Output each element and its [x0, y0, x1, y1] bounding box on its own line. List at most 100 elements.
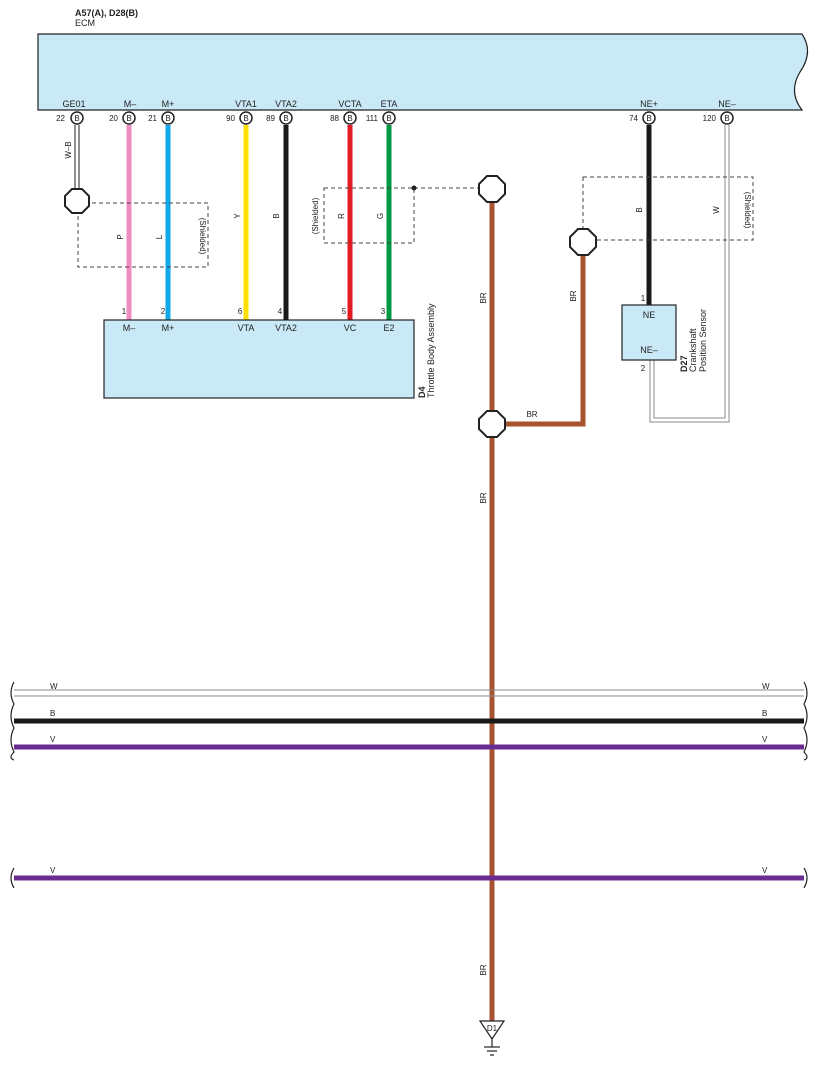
wire-ne-minus-a [653, 125, 726, 419]
crank-pin-num-2: 2 [641, 364, 646, 373]
crank-id: D27 [679, 355, 689, 372]
bus-break-right-top [803, 681, 808, 761]
splice-shield-motor [64, 188, 90, 214]
ecm-pin-num-120: 120 [703, 114, 717, 123]
bus-label-v1-right: V [762, 735, 768, 744]
crank-name-line2: Position Sensor [698, 309, 708, 372]
crank-name-line1: Crankshaft [688, 328, 698, 372]
svg-text:B: B [165, 114, 170, 123]
throttle-pin-name-vta2: VTA2 [275, 323, 297, 333]
throttle-pin-num-6: 6 [238, 307, 243, 316]
wire-br-crank-shield [492, 244, 586, 427]
connector-ids: A57(A), D28(B) [75, 8, 138, 18]
shield-label-motor: (Shielded) [198, 218, 207, 255]
svg-text:B: B [74, 114, 79, 123]
ecm-pin-name-ne-plus: NE+ [640, 99, 658, 109]
bus-break-left-bottom [10, 867, 15, 889]
throttle-pin-name-vc: VC [344, 323, 357, 333]
ecm-pin-name-vta2: VTA2 [275, 99, 297, 109]
svg-text:B: B [724, 114, 729, 123]
ecm-pin-num-20: 20 [109, 114, 118, 123]
wire-color-vta2: B [272, 213, 281, 218]
crank-pin-name-ne: NE [643, 310, 656, 320]
wire-ne-minus-b [649, 125, 730, 423]
ecm-pin-num-88: 88 [330, 114, 339, 123]
ecm-pin-num-111: 111 [366, 114, 379, 123]
bus-label-w-right: W [762, 682, 770, 691]
wire-color-vta1: Y [233, 213, 242, 219]
throttle-pin-name-m-plus: M+ [162, 323, 175, 333]
ecm-pin-111: B [382, 111, 396, 125]
ecm-pin-name-m-plus: M+ [162, 99, 175, 109]
bus-break-right-bottom [803, 867, 808, 889]
shield-box-crank [582, 176, 754, 241]
wire-color-m-plus: L [155, 234, 164, 239]
wire-color-br-4: BR [479, 492, 488, 503]
ecm-pin-name-vcta: VCTA [338, 99, 361, 109]
ecm-pin-20: B [122, 111, 136, 125]
svg-text:B: B [126, 114, 131, 123]
svg-text:B: B [283, 114, 288, 123]
ecm-pin-74: B [642, 111, 656, 125]
bus-label-w-left: W [50, 682, 58, 691]
throttle-pin-num-5: 5 [342, 307, 347, 316]
throttle-pin-name-e2: E2 [383, 323, 394, 333]
ecm-label: ECM [75, 18, 95, 28]
ecm-pin-21: B [161, 111, 175, 125]
svg-text:B: B [646, 114, 651, 123]
wire-color-br-5: BR [479, 964, 488, 975]
throttle-pin-num-1: 1 [122, 307, 127, 316]
throttle-id: D4 [417, 386, 427, 398]
ecm-pin-num-90: 90 [226, 114, 235, 123]
wire-color-vcta: R [337, 213, 346, 219]
wire-color-br-2: BR [569, 290, 578, 301]
throttle-pin-num-4: 4 [278, 307, 283, 316]
splice-junction-br [478, 410, 506, 438]
ecm-pin-120: B [720, 111, 734, 125]
shield-label-crank: (Shielded) [743, 192, 752, 229]
ecm-box [37, 33, 809, 111]
shield-splice-dot [411, 185, 417, 191]
shield-box-motor [77, 202, 209, 268]
ecm-pin-90: B [239, 111, 253, 125]
bus-label-b-left: B [50, 709, 55, 718]
bus-label-v1-left: V [50, 735, 56, 744]
throttle-body-box [103, 319, 415, 399]
throttle-name: Throttle Body Assembly [426, 303, 436, 398]
wire-color-br-3: BR [526, 410, 537, 419]
ecm-pin-num-21: 21 [148, 114, 157, 123]
ecm-pin-88: B [343, 111, 357, 125]
svg-text:B: B [386, 114, 391, 123]
bus-label-v2-left: V [50, 866, 56, 875]
ecm-pin-name-vta1: VTA1 [235, 99, 257, 109]
crank-sensor-box [621, 304, 677, 361]
shield-label-sensor: (Shielded) [311, 197, 320, 234]
svg-text:B: B [347, 114, 352, 123]
wire-color-ge01: W–B [64, 141, 73, 158]
bus-label-b-right: B [762, 709, 767, 718]
crank-pin-name-ne-minus: NE– [640, 345, 658, 355]
ecm-pin-name-ne-minus: NE– [718, 99, 736, 109]
wire-color-br-1: BR [479, 292, 488, 303]
throttle-pin-name-vta: VTA [238, 323, 255, 333]
splice-shield-crank [569, 228, 597, 256]
bus-break-left-top [10, 681, 15, 761]
ecm-pin-name-eta: ETA [381, 99, 398, 109]
wire-color-ne-minus: W [712, 206, 721, 214]
bus-wire-w [14, 689, 804, 697]
ecm-pin-89: B [279, 111, 293, 125]
ecm-pin-name-ge01: GE01 [62, 99, 85, 109]
ground-id: D1 [487, 1024, 498, 1033]
splice-shield-sensor [478, 175, 506, 203]
ground-connector [478, 1020, 506, 1041]
throttle-pin-num-2: 2 [161, 307, 166, 316]
ground-icon [484, 1046, 500, 1056]
crank-pin-num-1: 1 [641, 294, 646, 303]
ecm-pin-num-89: 89 [266, 114, 275, 123]
shield-box-sensor [323, 187, 415, 244]
throttle-pin-num-3: 3 [381, 307, 386, 316]
svg-text:B: B [243, 114, 248, 123]
throttle-pin-name-m-minus: M– [123, 323, 136, 333]
bus-label-v2-right: V [762, 866, 768, 875]
